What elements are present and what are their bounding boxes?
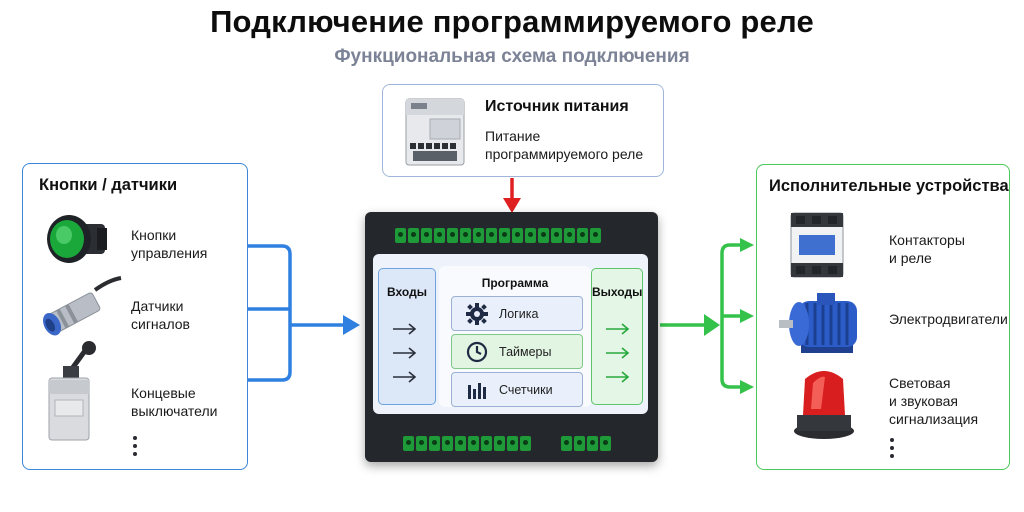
program-counters-item: Счетчики	[451, 372, 583, 407]
terminal	[494, 436, 505, 451]
terminal	[455, 436, 466, 451]
output-item-label: Контакторы	[889, 232, 965, 248]
terminal	[564, 228, 575, 243]
more-items-dots	[133, 436, 137, 460]
program-timers-item: Таймеры	[451, 334, 583, 369]
beacon-icon	[794, 371, 854, 439]
terminal	[600, 436, 611, 451]
input-item-label: выключатели	[131, 403, 218, 419]
terminal	[473, 228, 484, 243]
output-item-label: Световая	[889, 375, 951, 391]
terminal	[442, 436, 453, 451]
terminal	[538, 228, 549, 243]
bottom-right-terminal-block	[561, 436, 611, 451]
terminal	[587, 436, 598, 451]
program-item-label: Счетчики	[499, 383, 553, 397]
more-items-dots	[890, 438, 894, 462]
terminal	[590, 228, 601, 243]
input-item-label: Концевые	[131, 385, 196, 401]
terminal	[395, 228, 406, 243]
terminal	[577, 228, 588, 243]
inputs-panel-title: Кнопки / датчики	[39, 176, 178, 194]
power-desc-line1: Питание	[485, 128, 541, 144]
terminal	[421, 228, 432, 243]
terminal	[408, 228, 419, 243]
limit-switch-icon	[48, 341, 96, 441]
terminal	[499, 228, 510, 243]
clock-icon	[466, 341, 488, 363]
terminal	[551, 228, 562, 243]
inputs-column: Входы	[378, 268, 436, 405]
output-item-label: сигнализация	[889, 411, 979, 427]
terminal	[561, 436, 572, 451]
program-column: Программа Логика	[439, 266, 591, 407]
terminal	[512, 228, 523, 243]
outputs-column-title: Выходы	[592, 285, 643, 299]
program-item-label: Логика	[499, 307, 539, 321]
pushbutton-icon	[47, 215, 107, 263]
terminal	[481, 436, 492, 451]
terminal	[447, 228, 458, 243]
terminal	[520, 436, 531, 451]
input-arrows-icon	[393, 323, 417, 383]
input-item-label: сигналов	[131, 316, 190, 332]
terminal	[486, 228, 497, 243]
page-title: Подключение программируемого реле	[210, 4, 814, 39]
terminal	[574, 436, 585, 451]
output-item-label: Электродвигатели	[889, 311, 1008, 327]
power-supply-title: Источник питания	[485, 98, 629, 115]
power-desc-line2: программируемого реле	[485, 146, 644, 162]
outputs-panel: Исполнительные устройства Контакторы и р…	[756, 164, 1010, 470]
program-item-label: Таймеры	[499, 345, 552, 359]
outputs-panel-title: Исполнительные устройства	[769, 177, 1009, 195]
inputs-panel: Кнопки / датчики Кнопки управления Датчи…	[22, 163, 248, 470]
page-subtitle: Функциональная схема подключения	[334, 46, 690, 67]
program-column-title: Программа	[481, 276, 549, 290]
program-logic-item: Логика	[451, 296, 583, 331]
input-item-label: Датчики	[131, 298, 184, 314]
relay-display: Входы Программа	[373, 254, 648, 414]
motor-icon	[779, 293, 857, 353]
terminal	[525, 228, 536, 243]
terminal	[434, 228, 445, 243]
proximity-sensor-icon	[43, 276, 122, 336]
terminal	[468, 436, 479, 451]
outputs-column: Выходы	[591, 268, 643, 405]
power-supply-panel: Источник питания Питание программируемог…	[382, 84, 664, 177]
top-terminal-block	[395, 228, 601, 243]
bottom-left-terminal-block	[403, 436, 531, 451]
output-arrows-icon	[606, 323, 630, 383]
counter-icon	[468, 383, 486, 399]
terminal	[403, 436, 414, 451]
input-item-label: Кнопки	[131, 227, 177, 243]
power-supply-icon	[405, 98, 465, 166]
contactor-icon	[790, 212, 844, 278]
terminal	[416, 436, 427, 451]
output-item-label: и реле	[889, 250, 932, 266]
terminal	[507, 436, 518, 451]
programmable-relay: Входы Программа	[365, 212, 658, 462]
gear-icon	[466, 303, 488, 325]
terminal	[429, 436, 440, 451]
terminal	[460, 228, 471, 243]
inputs-column-title: Входы	[387, 285, 427, 299]
input-item-label: управления	[131, 245, 208, 261]
output-item-label: и звуковая	[889, 393, 958, 409]
